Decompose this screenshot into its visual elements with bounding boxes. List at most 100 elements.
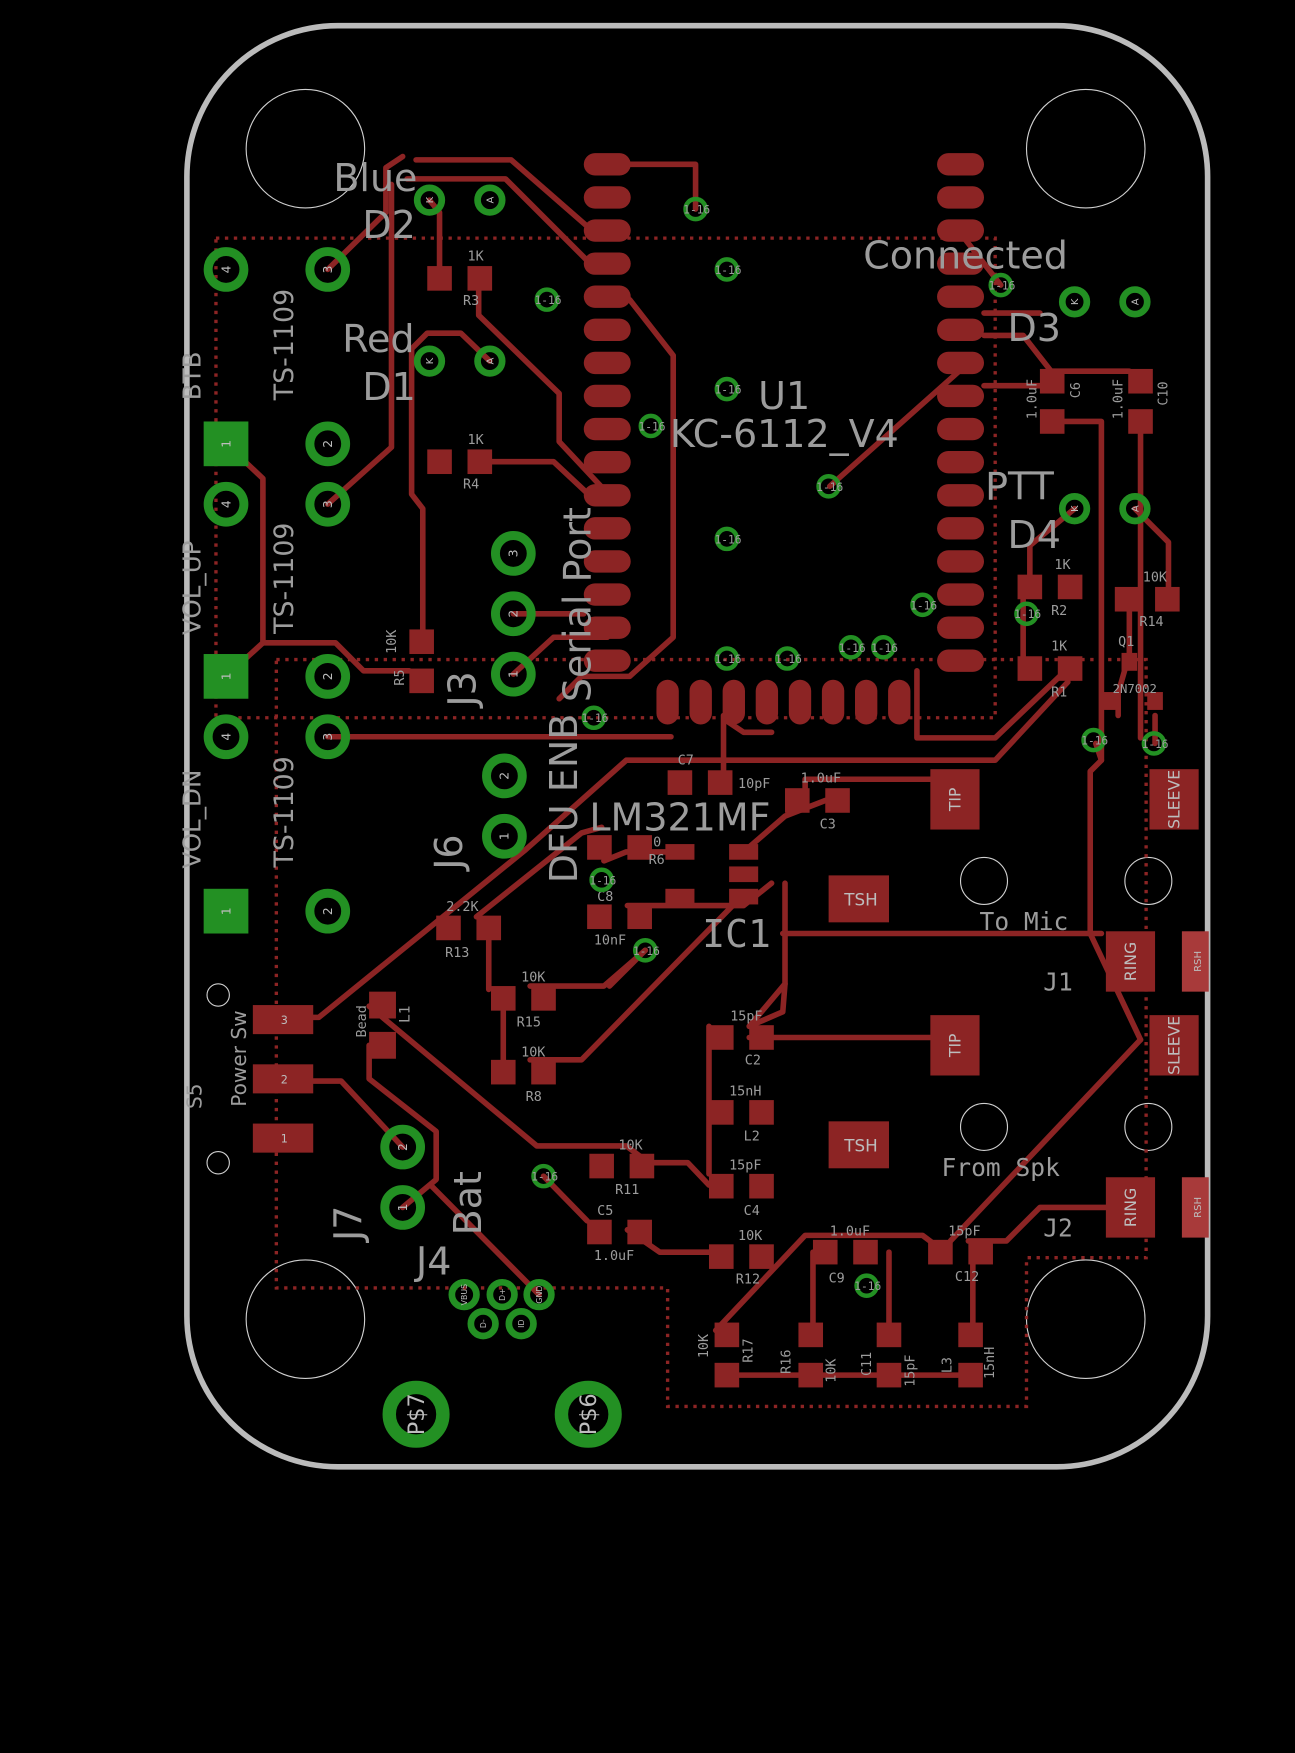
module-pad-bottom <box>854 679 878 725</box>
trace <box>746 981 788 1030</box>
header-pin-label: 3 <box>507 549 521 557</box>
label-vol-up: VOL_UP <box>177 540 206 635</box>
via-label: 1-16 <box>839 642 866 655</box>
c2-pad-2 <box>749 1025 774 1050</box>
r15-pad-1 <box>490 986 516 1011</box>
mount-pad-p7 <box>382 1380 450 1448</box>
l2-pad-2 <box>749 1100 774 1125</box>
board-outline <box>184 22 1211 1470</box>
usb-pin <box>467 1308 499 1340</box>
module-pad-left <box>583 186 631 209</box>
label-ts-1109-2: TS-1109 <box>269 523 300 635</box>
switch-pin <box>305 888 351 934</box>
via <box>632 937 658 963</box>
r2-pad-2 <box>1057 574 1083 600</box>
trace <box>1115 600 1133 719</box>
trace <box>1132 505 1172 596</box>
usb-pin-label: ID <box>517 1320 526 1328</box>
via <box>534 287 560 312</box>
via <box>581 705 607 731</box>
usb-pin <box>448 1278 480 1311</box>
via <box>714 257 740 282</box>
r4-pad-2 <box>467 449 493 475</box>
ic1-pad <box>729 866 759 883</box>
c5-value-label: 1.0uF <box>594 1249 634 1264</box>
module-pad-left <box>583 252 631 275</box>
r11-pad-1 <box>589 1153 614 1179</box>
c5-pad-2 <box>627 1219 652 1245</box>
c2-name-label: C2 <box>745 1053 761 1068</box>
trace <box>826 366 965 490</box>
c7-value-label: 10pF <box>738 777 770 792</box>
c12-pad-2 <box>968 1239 993 1265</box>
trace <box>626 161 699 212</box>
via <box>910 592 935 618</box>
led-pin <box>413 345 446 377</box>
module-pad-left <box>583 484 631 507</box>
via-label: 1-16 <box>683 204 710 217</box>
switch-pin-label: 3 <box>321 266 335 274</box>
header-pin <box>380 1124 426 1170</box>
usb-pin <box>486 1278 518 1311</box>
r2-pad-1 <box>1017 574 1043 600</box>
label-ts-1109-1: TS-1109 <box>269 289 300 401</box>
r15-name-label: R15 <box>517 1015 541 1030</box>
r14-name-label: R14 <box>1139 615 1163 630</box>
label-red: Red <box>342 317 414 361</box>
module-pad-left <box>583 351 631 375</box>
l1-pad <box>369 1031 396 1059</box>
switch-pin <box>305 481 351 527</box>
label-d1: D1 <box>362 365 415 409</box>
switch-pin <box>203 247 249 292</box>
module-pad-right <box>937 186 985 209</box>
r4-value-label: 1K <box>468 433 485 448</box>
r2-value-label: 1K <box>1054 558 1071 573</box>
jack-pad-label-tsh: TSH <box>843 1136 877 1156</box>
jack-pad-tsh <box>828 1121 889 1169</box>
c7-name-label: C7 <box>678 754 694 769</box>
r3-name-label: R3 <box>463 294 479 309</box>
jack-pad-label-sleeve: SLEEVE <box>1165 770 1184 829</box>
switch-pin-label: 4 <box>219 265 233 273</box>
c2-value-label: 15pF <box>730 1010 762 1025</box>
r12-pad-1 <box>708 1244 734 1269</box>
r15-value-label: 10K <box>521 971 546 986</box>
switch-pin <box>203 421 249 467</box>
label-d2: D2 <box>362 203 415 247</box>
switch-pin <box>203 888 249 934</box>
power-switch-pad-2 <box>252 1064 314 1094</box>
module-pad-left <box>583 384 631 408</box>
jack-pad-label-rsh: RSH <box>1193 951 1204 972</box>
via <box>871 635 896 660</box>
via <box>838 635 864 660</box>
jack-pad-label-sleeve: SLEEVE <box>1165 1016 1184 1075</box>
r16-pad-1 <box>798 1322 824 1348</box>
power-switch-pin-label: 3 <box>281 1014 288 1027</box>
c3-pad-1 <box>785 788 810 813</box>
label-j1: J1 <box>1043 968 1073 997</box>
c5-name-label: C5 <box>597 1204 613 1219</box>
module-pad-right <box>937 649 985 672</box>
label-btb: BTB <box>177 351 206 400</box>
l3-name-label: L3 <box>941 1357 956 1373</box>
label-bat: Bat <box>446 1171 490 1235</box>
switch-pin-label: 3 <box>321 733 335 741</box>
r4-pad-1 <box>427 449 452 475</box>
via-label: 1-16 <box>589 874 616 887</box>
c3-name-label: C3 <box>820 817 836 832</box>
led-pin <box>1058 493 1091 525</box>
switch-pin-label: 4 <box>219 500 233 508</box>
led-pin-label: K <box>425 357 436 364</box>
via-label: 1-16 <box>715 264 742 277</box>
label-serial-port: Serial Port <box>555 507 599 702</box>
jack-pad-tsh <box>828 875 889 923</box>
label-j3: J3 <box>440 671 484 708</box>
label-bead: Bead <box>355 1005 370 1037</box>
module-pad-right <box>937 351 985 375</box>
r5-value-label: 10K <box>385 629 400 654</box>
label-d4: D4 <box>1007 513 1060 557</box>
via-label: 1-16 <box>1014 608 1041 621</box>
jack-pad-label-ring: RING <box>1121 942 1140 981</box>
